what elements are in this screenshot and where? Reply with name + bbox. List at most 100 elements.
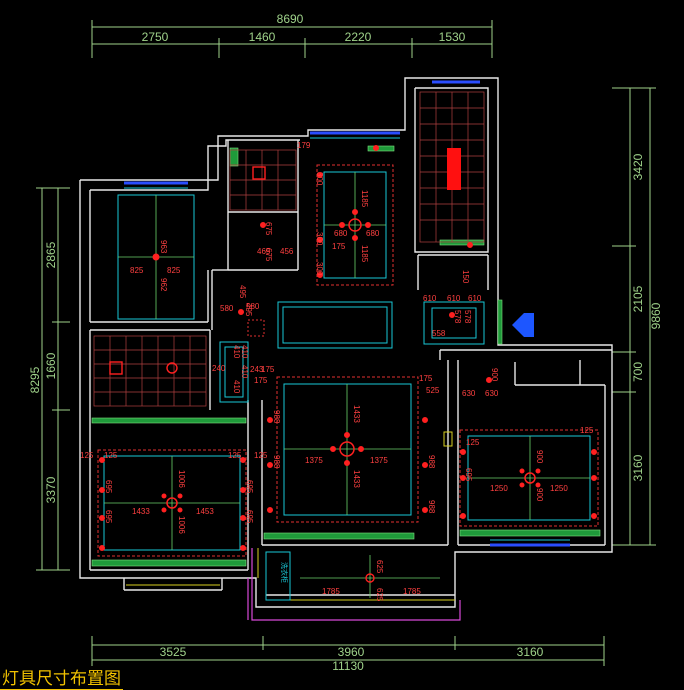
label: 175 [419, 374, 433, 383]
left-dim-total: 8295 [28, 366, 42, 393]
center-lines [104, 172, 590, 598]
label: 900 [535, 450, 544, 464]
label: 988 [427, 455, 436, 469]
label: 1433 [352, 405, 361, 423]
label: 1250 [490, 484, 508, 493]
label: 410 [240, 345, 249, 359]
chandelier-dining [339, 209, 371, 241]
right-dim-total: 9860 [649, 302, 663, 329]
access-box [443, 431, 453, 447]
label: 963 [159, 240, 168, 254]
label: 495 [238, 285, 247, 299]
drawing-title: 灯具尺寸布置图 [0, 664, 123, 690]
bath-heater [109, 361, 123, 375]
top-dim-total: 8690 [277, 12, 304, 26]
label: 456 [280, 247, 294, 256]
walls [79, 77, 613, 608]
light-fixtures [99, 145, 597, 583]
right-dim-seg-2: 2105 [631, 285, 645, 312]
label: 1185 [360, 190, 369, 208]
label: 1006 [177, 470, 186, 488]
label: 125 [466, 438, 480, 447]
label: 610 [447, 294, 461, 303]
bottom-dim-seg-2: 3960 [338, 645, 365, 659]
range-hood-block [447, 148, 461, 190]
green-hatch [91, 145, 601, 567]
label: 580 [246, 302, 260, 311]
label: 150 [461, 270, 470, 284]
label: 900 [490, 368, 499, 382]
dimension-lines [36, 20, 656, 666]
label: 410 [232, 345, 241, 359]
label: 695 [104, 510, 113, 524]
label: 175 [261, 365, 275, 374]
label: 1785 [322, 587, 340, 596]
laundry-cabinet [265, 551, 291, 601]
label: 410 [232, 380, 241, 394]
label: 825 [167, 266, 181, 275]
label: 825 [130, 266, 144, 275]
label: 125 [580, 426, 594, 435]
windows [124, 80, 570, 547]
label: 1006 [177, 516, 186, 534]
label: 243 [250, 365, 264, 374]
label: 179 [297, 141, 311, 150]
bottom-dim-seg-3: 3160 [517, 645, 544, 659]
window-frames-cyan [124, 137, 570, 541]
label: 695 [104, 480, 113, 494]
right-dim-seg-1: 3420 [631, 153, 645, 180]
label: 578 [453, 310, 462, 324]
label: 125 [254, 451, 268, 460]
label: 300 [315, 232, 324, 246]
label: 578 [463, 310, 472, 324]
label: 125 [80, 451, 94, 460]
bottom-dim-total: 11130 [332, 659, 364, 673]
label: 988 [427, 500, 436, 514]
label: 525 [426, 386, 440, 395]
entry-arrow-icon [512, 313, 534, 337]
label: 465 [257, 247, 271, 256]
label: 175 [332, 242, 346, 251]
pendant-nw [152, 253, 160, 261]
top-dim-seg-4: 1530 [439, 30, 466, 44]
label: 675 [264, 248, 273, 262]
label: 988 [272, 410, 281, 424]
label: 610 [468, 294, 482, 303]
label: 962 [159, 278, 168, 292]
tile-grid [93, 91, 485, 407]
label: 300 [315, 172, 324, 186]
label: 625 [375, 560, 384, 574]
label: 495 [244, 303, 253, 317]
pendant-balcony [365, 573, 375, 583]
kitchen-light [252, 166, 266, 180]
top-dim-seg-1: 2750 [142, 30, 169, 44]
label: 695 [245, 480, 254, 494]
label: 410 [240, 365, 249, 379]
label: 580 [220, 304, 234, 313]
right-dim-seg-3: 700 [631, 362, 645, 382]
label: 680 [334, 229, 348, 238]
label: 630 [485, 389, 499, 398]
label: 125 [104, 451, 118, 460]
label: 1185 [360, 245, 369, 263]
chandelier-bedroom-se [519, 468, 541, 488]
spot-lights [99, 145, 597, 551]
magenta-lines [247, 548, 461, 621]
left-dim-seg-3: 3370 [44, 476, 58, 503]
chandelier-bedroom-sw [161, 493, 183, 513]
label: 240 [212, 364, 226, 373]
label: 175 [254, 376, 268, 385]
label: 1785 [403, 587, 421, 596]
laundry-cabinet-label: 洗衣柜 [280, 562, 289, 583]
label: 1375 [305, 456, 323, 465]
left-dim-seg-2: 1660 [44, 352, 58, 379]
top-dim-seg-2: 1460 [249, 30, 276, 44]
label: 1433 [132, 507, 150, 516]
label: 610 [423, 294, 437, 303]
label: 125 [228, 451, 242, 460]
label: 988 [272, 455, 281, 469]
label: 1433 [352, 470, 361, 488]
bottom-dim-seg-1: 3525 [160, 645, 187, 659]
label: 695 [464, 468, 473, 482]
